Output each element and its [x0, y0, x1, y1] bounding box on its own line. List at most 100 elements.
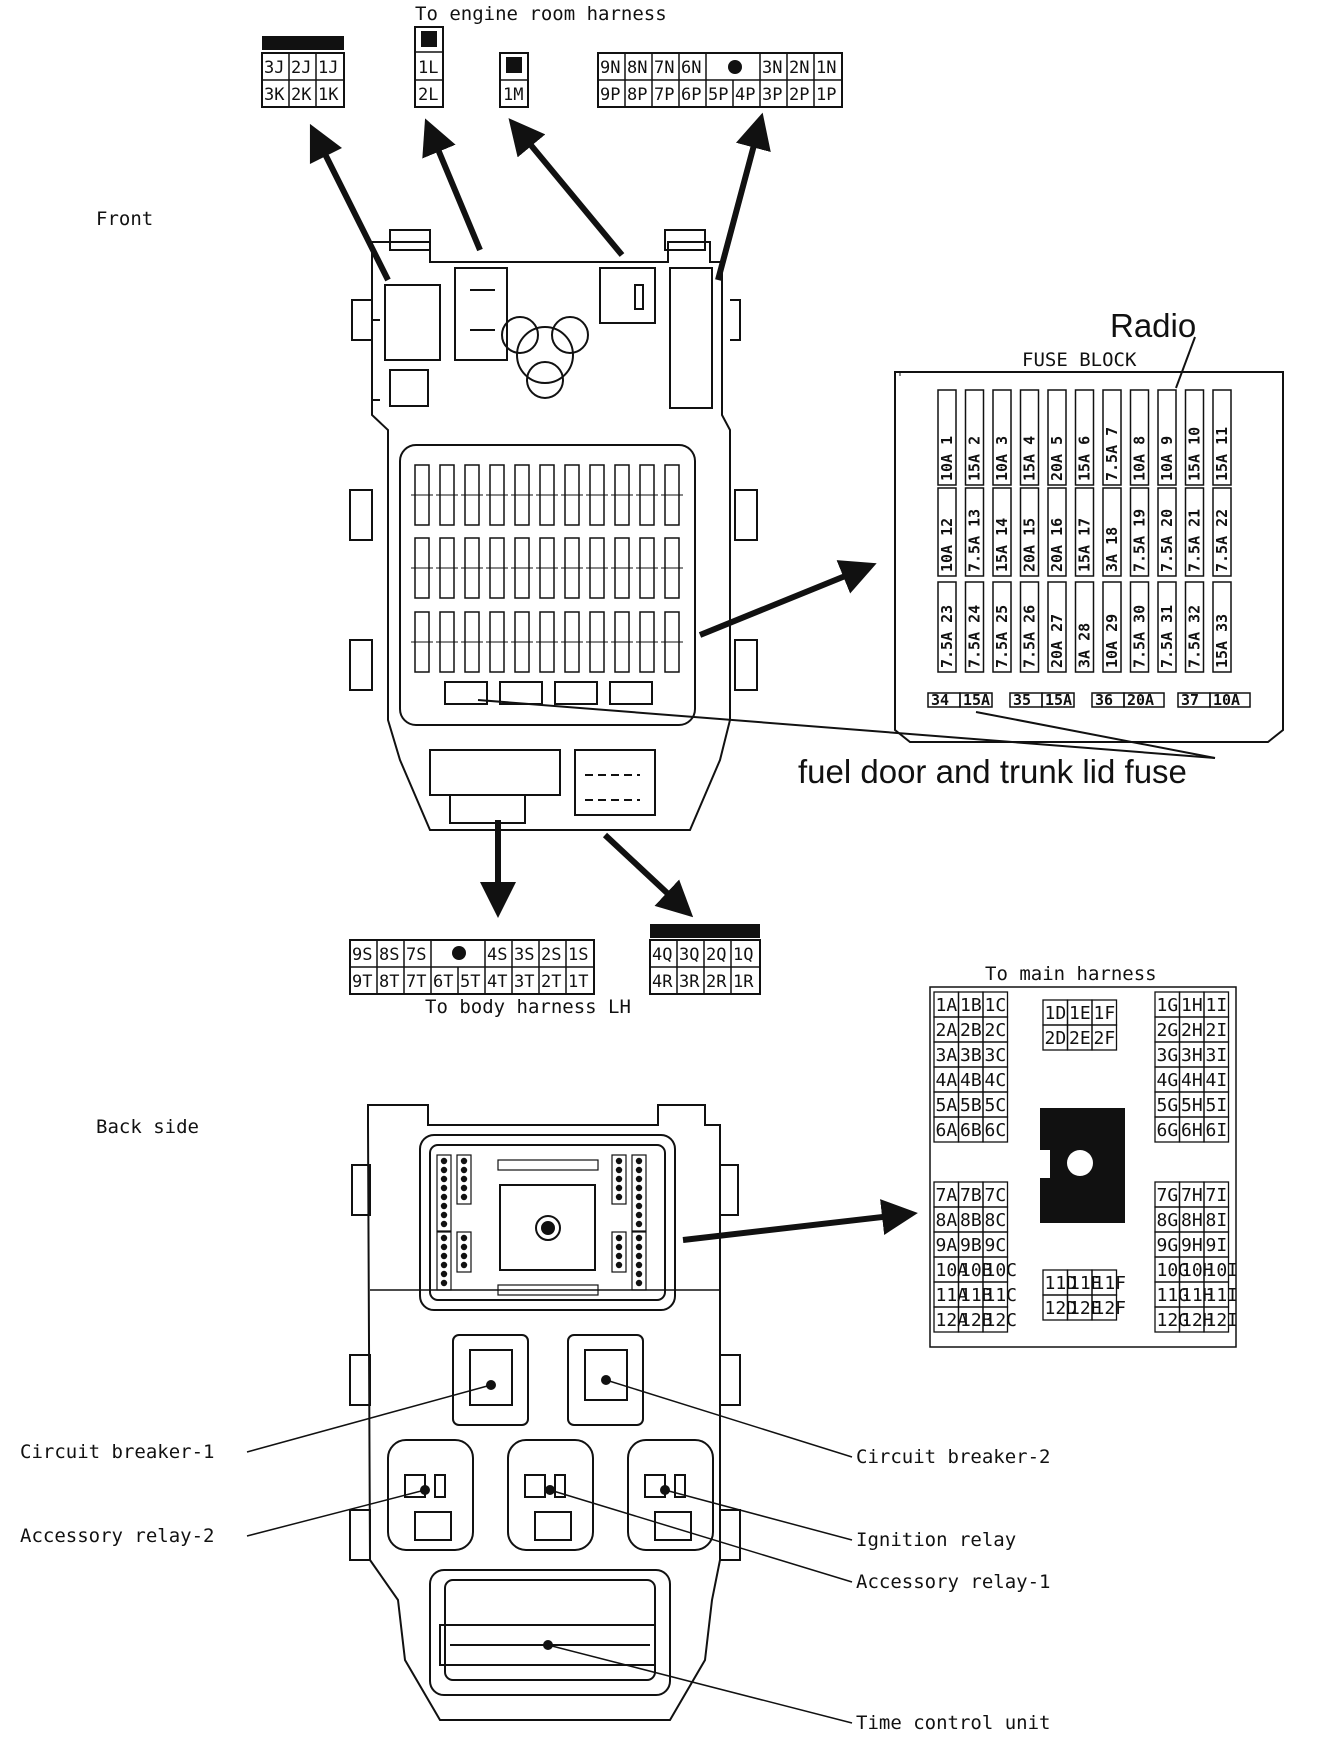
main-grid-label: 4A: [936, 1070, 958, 1091]
connector-np-cell: 1N: [816, 58, 836, 78]
main-grid-cell: [1203, 1306, 1230, 1333]
fuse-slot: [1019, 487, 1040, 577]
fuse-label: 20A 5: [1048, 436, 1066, 481]
fuse-slot: [1212, 487, 1232, 577]
side-tab: [719, 1509, 741, 1561]
connector-qr-cell: 4Q: [652, 945, 672, 965]
main-grid-label: 5A: [936, 1095, 958, 1116]
fuse-slot: [1102, 581, 1122, 673]
connector-l-cell: 2L: [418, 85, 438, 105]
main-grid-label: 12G: [1157, 1310, 1190, 1331]
arrow-to-main-grid: [682, 1199, 918, 1243]
front-fuse-box: [349, 229, 758, 831]
fuse-label: 7.5A 23: [938, 605, 956, 668]
fuse-slot: [1019, 581, 1040, 673]
connector-st-cell: 3S: [514, 945, 534, 965]
main-grid-label: 1A: [936, 995, 958, 1016]
main-grid-label: 9H: [1181, 1235, 1203, 1256]
fuse-slot: [937, 487, 957, 577]
top-arrows: [309, 112, 771, 282]
arrow-to-l: [422, 118, 483, 252]
main-grid-label: 8H: [1181, 1210, 1203, 1231]
arrow-to-m: [508, 118, 625, 257]
fuse-slot: [1212, 389, 1232, 486]
main-grid-label: 1C: [985, 995, 1007, 1016]
back-side-label: Back side: [96, 1116, 199, 1138]
main-grid-label: 11C: [985, 1285, 1018, 1306]
connector-jk-cell: 3K: [264, 85, 285, 105]
front-connector-m-socket: [599, 267, 656, 324]
main-grid-label: 1B: [960, 995, 982, 1016]
fuse-label: 15A 17: [1076, 518, 1094, 572]
connector-np-cell: 4P: [735, 85, 755, 105]
fuse-label: 10A 8: [1131, 436, 1149, 481]
fuse-slot: [964, 581, 985, 673]
main-grid-label: 10H: [1181, 1260, 1214, 1281]
fuse-bottom-number: 36: [1095, 691, 1113, 709]
main-grid-label: 6C: [985, 1120, 1007, 1141]
main-grid-label: 12H: [1181, 1310, 1214, 1331]
main-grid-label: 9C: [985, 1235, 1007, 1256]
front-connector-jk-socket: [389, 369, 429, 407]
main-grid-label: 4H: [1181, 1070, 1203, 1091]
main-grid-label: 1I: [1206, 995, 1228, 1016]
main-grid-label: 12A: [936, 1310, 969, 1331]
fuse-slot: [1102, 389, 1122, 486]
main-grid-label: 11B: [960, 1285, 993, 1306]
front-connector-st-socket: [429, 749, 561, 796]
fuse-label: 3A 28: [1076, 623, 1094, 668]
main-grid-label: 11D: [1045, 1273, 1078, 1294]
main-grid-label: 3H: [1181, 1045, 1203, 1066]
main-grid-label: 6G: [1157, 1120, 1179, 1141]
fuse-slot: [937, 389, 957, 486]
connector-jk-cell: 2J: [291, 58, 311, 78]
connector-st-cell: 8T: [379, 972, 399, 992]
main-grid-label: 8B: [960, 1210, 982, 1231]
main-grid-label: 2C: [985, 1020, 1007, 1041]
main-grid-label: 9I: [1206, 1235, 1228, 1256]
small-fuse: [609, 681, 653, 705]
pin-strip: [456, 1231, 472, 1273]
main-grid-label: 6H: [1181, 1120, 1203, 1141]
fuse-label: 10A 12: [938, 518, 956, 572]
side-tab: [719, 1164, 739, 1216]
main-grid-label: 7A: [936, 1185, 958, 1206]
circuit-breaker-1-body: [452, 1334, 529, 1426]
pin-strip: [456, 1154, 472, 1205]
connector-qr-cell: 2R: [706, 972, 727, 992]
pin-strip: [611, 1231, 627, 1273]
main-grid-label: 1G: [1157, 995, 1179, 1016]
connector-np-cell: 6N: [681, 58, 701, 78]
fuse-label: 20A 16: [1048, 518, 1066, 572]
connector-np-cell: 7N: [654, 58, 674, 78]
main-harness-label: To main harness: [985, 963, 1157, 985]
connector-st-cell: 1T: [568, 972, 588, 992]
fuse-label: 10A 3: [993, 436, 1011, 481]
fuse-slot: [1184, 487, 1205, 577]
back-fuse-box: [349, 1104, 741, 1721]
main-grid-cell: [982, 1116, 1009, 1143]
connector-m: 1M: [499, 52, 529, 108]
main-grid-label: 6I: [1206, 1120, 1228, 1141]
fuse-bottom-rating: 10A: [1213, 691, 1240, 709]
connector-np-cell: 2P: [789, 85, 809, 105]
main-grid-cell: [1091, 1024, 1118, 1051]
connector-st-cell: 9T: [352, 972, 372, 992]
main-grid-label: 2B: [960, 1020, 982, 1041]
fuse-label: 7.5A 13: [966, 509, 984, 572]
main-grid-label: 4I: [1206, 1070, 1228, 1091]
fuse-slot: [1129, 389, 1150, 486]
fuse-bottom-row: 34 15A 35 15A 36 20A 37 10A: [927, 691, 1251, 709]
accessory-relay-2-body: [387, 1439, 474, 1551]
front-connector-l-socket: [454, 267, 508, 361]
main-grid-label: 2G: [1157, 1020, 1179, 1041]
connector-qr-cell: 2Q: [706, 945, 726, 965]
connector-jk-cell: 1J: [318, 58, 338, 78]
back-connector-bolt: [535, 1215, 561, 1241]
main-grid-label: 12F: [1094, 1298, 1127, 1319]
connector-st-key: [452, 946, 466, 960]
main-grid-center-block: [1040, 1108, 1125, 1223]
main-grid-label: 12B: [960, 1310, 993, 1331]
connector-np-cell: 6P: [681, 85, 701, 105]
main-grid-label: 9B: [960, 1235, 982, 1256]
